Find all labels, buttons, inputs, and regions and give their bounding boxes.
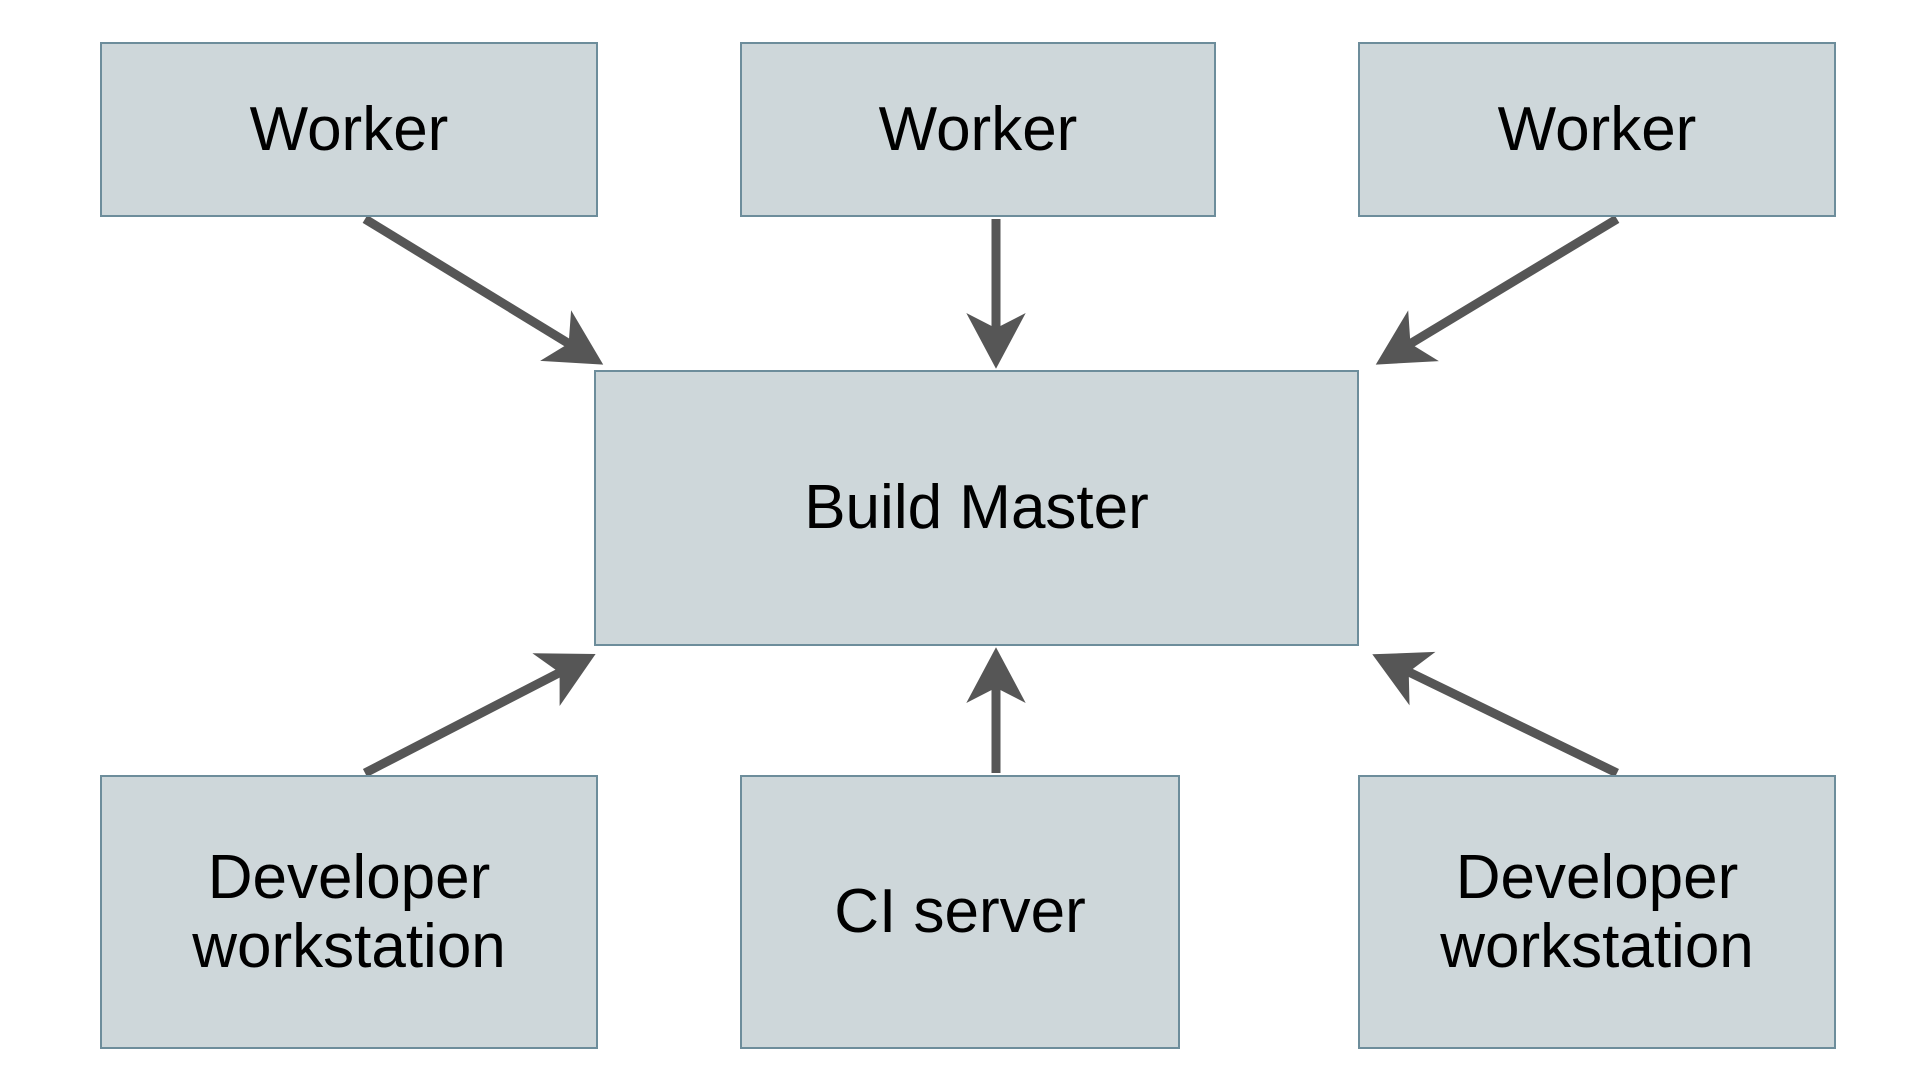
node-worker-3-label: Worker — [1497, 94, 1697, 164]
node-worker-2[interactable]: Worker — [740, 42, 1216, 217]
node-worker-3[interactable]: Worker — [1358, 42, 1836, 217]
node-worker-2-label: Worker — [878, 94, 1078, 164]
edge-worker-1-to-build-master — [362, 215, 604, 365]
node-developer-workstation-left-label: Developer workstation — [192, 842, 506, 981]
edge-worker-3-to-build-master — [1375, 215, 1620, 365]
node-developer-workstation-right[interactable]: Developer workstation — [1358, 775, 1836, 1049]
edge-dev-ws-right-to-build-master — [1372, 651, 1619, 778]
node-developer-workstation-left[interactable]: Developer workstation — [100, 775, 598, 1049]
node-build-master-label: Build Master — [804, 473, 1149, 543]
node-ci-server-label: CI server — [834, 877, 1086, 947]
node-worker-1-label: Worker — [249, 94, 449, 164]
edge-dev-ws-left-to-build-master — [362, 653, 596, 777]
node-developer-workstation-right-label: Developer workstation — [1440, 842, 1754, 981]
node-build-master[interactable]: Build Master — [594, 370, 1359, 646]
node-worker-1[interactable]: Worker — [100, 42, 598, 217]
node-ci-server[interactable]: CI server — [740, 775, 1180, 1049]
